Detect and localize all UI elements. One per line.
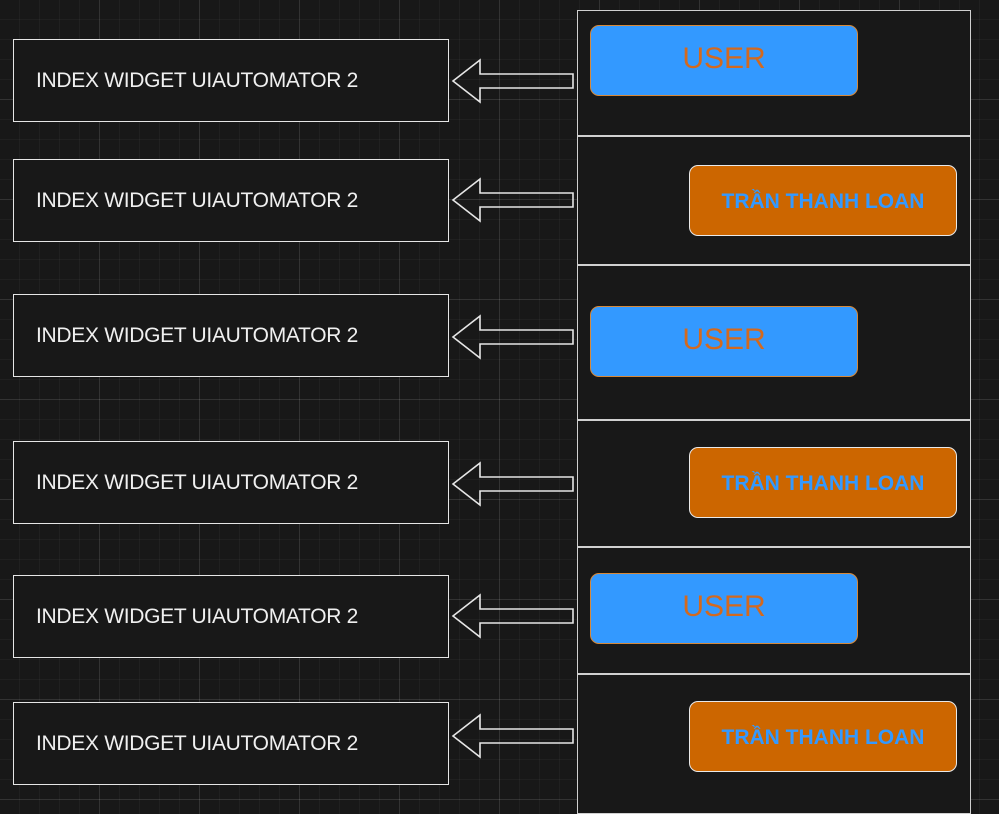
index-widget-label-1: INDEX WIDGET UIAUTOMATOR 2 xyxy=(36,68,359,92)
index-widget-box-5: INDEX WIDGET UIAUTOMATOR 2 xyxy=(13,575,449,658)
name-button-1[interactable]: TRẦN THANH LOAN xyxy=(689,165,957,236)
index-widget-box-6: INDEX WIDGET UIAUTOMATOR 2 xyxy=(13,702,449,785)
name-button-3[interactable]: TRẦN THANH LOAN xyxy=(689,701,957,772)
name-button-2[interactable]: TRẦN THANH LOAN xyxy=(689,447,957,518)
left-arrow-icon xyxy=(451,461,574,507)
index-widget-label-5: INDEX WIDGET UIAUTOMATOR 2 xyxy=(36,604,359,628)
left-arrow-icon xyxy=(451,177,574,223)
user-button-label-2: USER xyxy=(682,322,766,356)
user-button-label-1: USER xyxy=(682,41,766,75)
index-widget-label-3: INDEX WIDGET UIAUTOMATOR 2 xyxy=(36,323,359,347)
left-arrow-icon xyxy=(451,314,574,360)
name-button-label-1: TRẦN THANH LOAN xyxy=(721,189,925,213)
left-arrow-icon xyxy=(451,593,574,639)
index-widget-box-2: INDEX WIDGET UIAUTOMATOR 2 xyxy=(13,159,449,242)
index-widget-box-1: INDEX WIDGET UIAUTOMATOR 2 xyxy=(13,39,449,122)
user-button-2[interactable]: USER xyxy=(590,306,858,377)
name-button-label-3: TRẦN THANH LOAN xyxy=(721,725,925,749)
user-button-1[interactable]: USER xyxy=(590,25,858,96)
index-widget-label-6: INDEX WIDGET UIAUTOMATOR 2 xyxy=(36,731,359,755)
user-button-label-3: USER xyxy=(682,589,766,623)
index-widget-label-4: INDEX WIDGET UIAUTOMATOR 2 xyxy=(36,470,359,494)
user-button-3[interactable]: USER xyxy=(590,573,858,644)
left-arrow-icon xyxy=(451,58,574,104)
index-widget-box-3: INDEX WIDGET UIAUTOMATOR 2 xyxy=(13,294,449,377)
index-widget-box-4: INDEX WIDGET UIAUTOMATOR 2 xyxy=(13,441,449,524)
index-widget-label-2: INDEX WIDGET UIAUTOMATOR 2 xyxy=(36,188,359,212)
left-arrow-icon xyxy=(451,713,574,759)
name-button-label-2: TRẦN THANH LOAN xyxy=(721,471,925,495)
